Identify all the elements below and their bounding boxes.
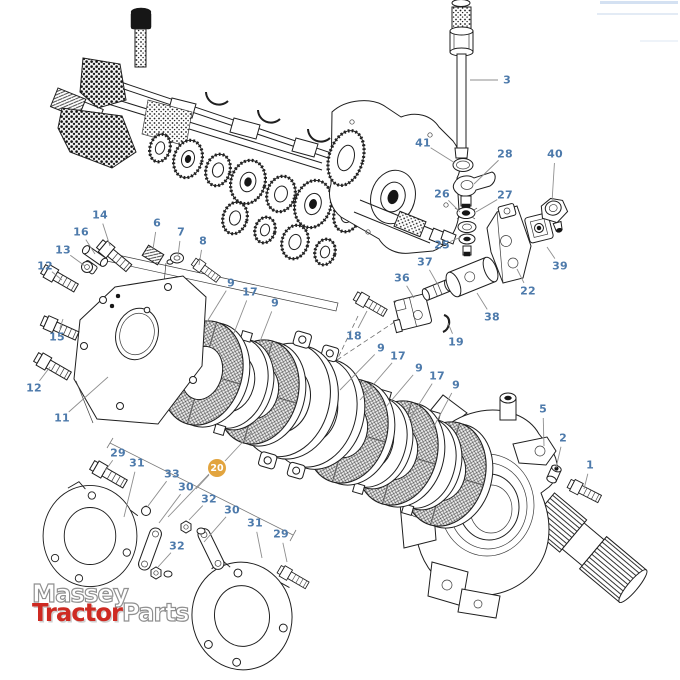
part-callout-32: 32 (169, 539, 185, 553)
watermark-word-parts: Parts (121, 598, 190, 627)
actuator-plate-group (42, 315, 359, 677)
part-callout-17: 17 (429, 369, 445, 383)
plug-and-bolt (546, 464, 603, 506)
callout-leader-lines (39, 79, 589, 568)
part-callout-33: 33 (164, 467, 180, 481)
gear-lever-shaft (449, 0, 474, 159)
part-callout-11: 11 (54, 411, 70, 425)
part-callout-30: 30 (178, 480, 194, 494)
part-callout-9: 9 (227, 276, 235, 290)
dipstick (130, 7, 152, 68)
part-callout-31: 31 (129, 456, 145, 470)
selector-bracket-parts (486, 197, 569, 284)
scan-artifact (600, 1, 678, 4)
gear-cluster (148, 132, 362, 267)
part-callout-29: 29 (110, 446, 126, 460)
part-callout-37: 37 (417, 255, 433, 269)
part-callout-13: 13 (55, 243, 71, 257)
part-callout-5: 5 (539, 402, 547, 416)
part-callout-26: 26 (434, 187, 450, 201)
part-callout-27: 27 (497, 188, 513, 202)
part-callout-16: 16 (73, 225, 89, 239)
part-callout-8: 8 (199, 234, 207, 248)
part-callout-12: 12 (37, 259, 53, 273)
part-callout-39: 39 (552, 259, 568, 273)
highlighted-part-badge: 20 (208, 459, 226, 477)
gearbox-assembly (49, 7, 461, 267)
part-callout-9: 9 (377, 341, 385, 355)
part-callout-9: 9 (415, 361, 423, 375)
part-callout-25: 25 (434, 238, 450, 252)
part-callout-15: 15 (49, 330, 65, 344)
part-callout-17: 17 (242, 285, 258, 299)
watermark-word-massey: Massey (31, 579, 129, 608)
part-callout-29: 29 (273, 527, 289, 541)
part-callout-2: 2 (559, 431, 567, 445)
part-callout-40: 40 (547, 147, 563, 161)
part-callout-3: 3 (503, 73, 511, 87)
pivot-pin-parts (336, 256, 499, 361)
part-callout-14: 14 (92, 208, 108, 222)
brake-backing-plate (73, 275, 207, 425)
part-callout-28: 28 (497, 147, 513, 161)
part-callout-9: 9 (452, 378, 460, 392)
part-callout-7: 7 (177, 225, 185, 239)
site-watermark: Massey TractorParts (31, 579, 190, 625)
part-callout-32: 32 (201, 492, 217, 506)
scan-artifact (640, 40, 678, 42)
part-callout-41: 41 (415, 136, 431, 150)
part-callout-12: 12 (26, 381, 42, 395)
plate-fasteners (32, 237, 222, 383)
part-callout-6: 6 (153, 216, 161, 230)
part-callout-22: 22 (520, 284, 536, 298)
part-callout-18: 18 (346, 329, 362, 343)
part-callout-9: 9 (271, 296, 279, 310)
part-callout-1: 1 (586, 458, 594, 472)
part-callout-30: 30 (224, 503, 240, 517)
part-callout-17: 17 (390, 349, 406, 363)
part-callout-31: 31 (247, 516, 263, 530)
scan-artifact (597, 13, 678, 15)
part-callout-36: 36 (394, 271, 410, 285)
part-callout-19: 19 (448, 335, 464, 349)
watermark-word-tractor: Tractor (32, 598, 123, 627)
part-callout-38: 38 (484, 310, 500, 324)
